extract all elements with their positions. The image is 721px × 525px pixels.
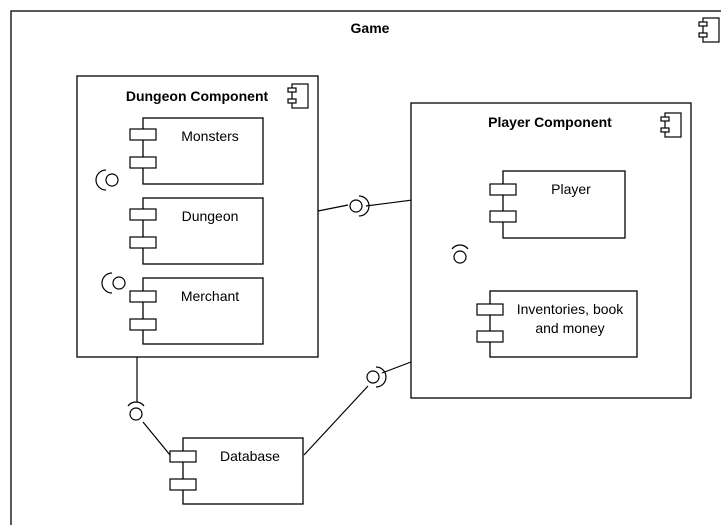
player-inventories-interface-icon (451, 244, 469, 264)
database-port-bottom (169, 478, 197, 491)
database-connector-right (303, 385, 369, 456)
game-title: Game (351, 20, 390, 36)
database-inventories-interface-icon (366, 366, 387, 388)
dungeon-component-title: Dungeon Component (126, 88, 269, 104)
dungeon-box (142, 197, 264, 265)
database-dungeon-interface-icon (127, 401, 145, 421)
player-subcomponent: Player (489, 170, 626, 239)
player-port-top (489, 183, 517, 196)
merchant-component: Merchant (129, 277, 264, 345)
inventories-port-bottom (476, 330, 504, 343)
interfaces (95, 169, 469, 421)
inventories-port-top (476, 303, 504, 316)
inventories-box (489, 290, 638, 358)
player-label: Player (551, 181, 591, 197)
inventories-label-line1: Inventories, book (517, 301, 625, 317)
dungeon-port-bottom (129, 236, 157, 249)
player-component: Player Component Player Inventories, boo… (410, 102, 692, 399)
monsters-label: Monsters (181, 128, 239, 144)
merchant-box (142, 277, 264, 345)
game-component-icon (698, 17, 720, 43)
dungeon-to-player-line-a (317, 204, 349, 212)
merchant-port-top (129, 290, 157, 303)
monsters-component: Monsters (129, 117, 264, 185)
dungeon-port-top (129, 208, 157, 221)
dungeon-subcomponent: Dungeon (129, 197, 264, 265)
monsters-port-bottom (129, 156, 157, 169)
player-component-icon (660, 112, 682, 138)
monsters-port-top (129, 128, 157, 141)
database-port-top (169, 450, 197, 463)
inventories-label-line2: and money (535, 320, 604, 336)
dungeon-label: Dungeon (182, 208, 239, 224)
dungeon-component-icon (287, 83, 309, 109)
monsters-dungeon-interface-icon (95, 169, 119, 191)
database-component: Database (169, 437, 304, 505)
player-component-title: Player Component (488, 114, 612, 130)
dungeon-merchant-interface-icon (101, 272, 126, 294)
dungeon-player-interface-icon (349, 195, 370, 217)
inventories-component: Inventories, book and money (476, 290, 638, 358)
monsters-box (142, 117, 264, 185)
database-box (182, 437, 304, 505)
database-connector-left (142, 421, 171, 456)
merchant-port-bottom (129, 318, 157, 331)
dungeon-component: Dungeon Component Monsters Dungeon Merch… (76, 75, 319, 358)
merchant-label: Merchant (181, 288, 239, 304)
player-box (502, 170, 626, 239)
player-port-bottom (489, 210, 517, 223)
database-label: Database (220, 448, 280, 464)
